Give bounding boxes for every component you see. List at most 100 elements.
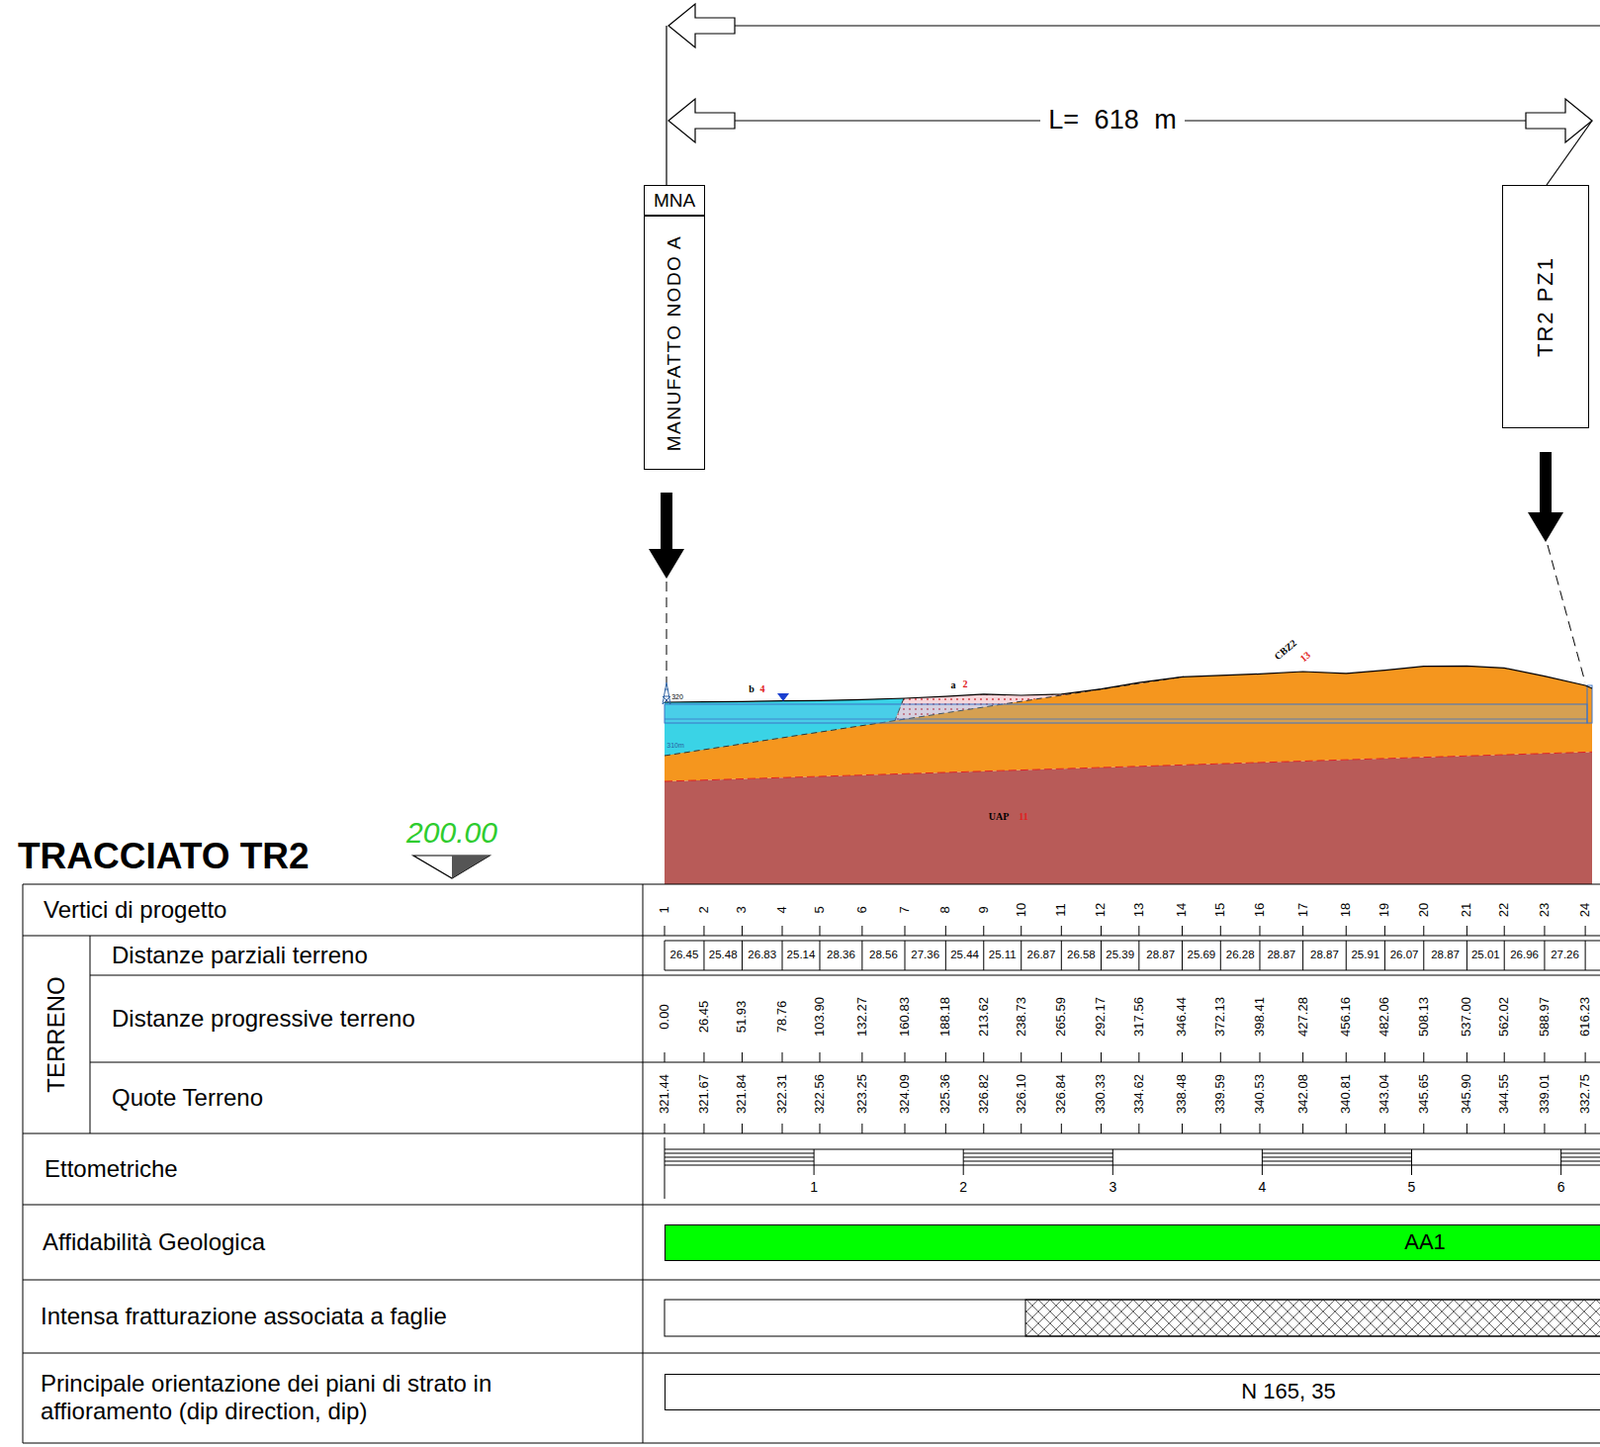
partial-distance: 26.87 <box>1027 948 1057 962</box>
table-tick <box>1411 1149 1413 1175</box>
table-tick <box>861 925 863 936</box>
vertex-number: 10 <box>1013 902 1029 917</box>
table-rule <box>22 884 24 1443</box>
datum-elevation: 200.00 <box>406 815 498 851</box>
hectometer-number: 1 <box>809 1178 818 1195</box>
partial-distance: 26.83 <box>747 948 777 962</box>
partial-distance: 25.11 <box>988 948 1017 962</box>
table-tick <box>741 940 743 971</box>
vertex-number: 1 <box>657 905 673 913</box>
table-tick <box>664 940 666 971</box>
hectometer-band <box>1261 1160 1412 1162</box>
table-tick <box>703 1052 705 1063</box>
fracture-hatch <box>1025 1299 1600 1336</box>
position-arrows <box>648 451 1586 683</box>
progressive-distance: 398.41 <box>1252 996 1268 1037</box>
progressive-distance: 456.16 <box>1338 996 1354 1037</box>
table-tick <box>1302 925 1304 936</box>
partial-distance: 28.87 <box>1266 948 1296 962</box>
row-header: Intensa fratturazione associata a faglie <box>40 1302 447 1331</box>
progressive-distance: 616.23 <box>1578 996 1594 1037</box>
hectometer-band <box>664 1156 814 1158</box>
table-rule <box>89 975 1600 977</box>
dimension-lines <box>666 3 1600 185</box>
table-tick <box>1061 940 1063 971</box>
progressive-distance: 588.97 <box>1536 996 1552 1037</box>
progressive-distance: 26.45 <box>696 1000 712 1034</box>
table-tick <box>1345 925 1347 936</box>
unit-number: 2 <box>963 678 969 691</box>
partial-distance: 28.87 <box>1430 948 1460 962</box>
vertex-number: 8 <box>938 905 954 913</box>
hectometer-band <box>963 1153 1113 1155</box>
table-tick <box>1138 940 1140 971</box>
progressive-distance: 213.62 <box>976 996 991 1037</box>
hectometer-number: 4 <box>1258 1178 1267 1195</box>
table-tick <box>1100 1052 1102 1063</box>
ground-elevation: 339.01 <box>1536 1073 1552 1114</box>
table-tick <box>1560 1149 1562 1175</box>
ground-elevation: 323.25 <box>854 1073 870 1114</box>
row-header: Quote Terreno <box>111 1083 264 1112</box>
table-tick <box>1384 940 1386 971</box>
progressive-distance: 562.02 <box>1497 996 1512 1037</box>
table-tick <box>1585 940 1587 971</box>
vertex-number: 4 <box>775 905 791 913</box>
vertex-number: 13 <box>1131 902 1147 917</box>
structure-box: TR2 PZ1 <box>1502 184 1590 429</box>
table-tick <box>904 925 906 936</box>
vertex-number: 12 <box>1093 902 1109 917</box>
contact-line <box>664 751 1593 782</box>
partial-distance: 26.07 <box>1390 948 1420 962</box>
table-tick <box>1100 1123 1102 1134</box>
ground-elevation: 345.90 <box>1459 1073 1475 1114</box>
vertex-number: 19 <box>1377 902 1393 917</box>
hectometer-band <box>1261 1156 1412 1158</box>
table-tick <box>1543 940 1545 971</box>
table-rule <box>22 1352 1600 1354</box>
formation-unit <box>664 665 1593 782</box>
ground-elevation: 321.67 <box>696 1073 712 1114</box>
partial-distance: 25.91 <box>1350 948 1380 962</box>
table-tick <box>861 1052 863 1063</box>
table-rule <box>22 884 1600 886</box>
table-tick <box>904 1052 906 1063</box>
vertex-number: 21 <box>1459 902 1475 917</box>
table-tick <box>818 1052 820 1063</box>
progressive-distance: 0.00 <box>657 1003 673 1029</box>
hectometer-number: 2 <box>959 1178 968 1195</box>
partial-distance: 25.39 <box>1105 948 1135 962</box>
hectometer-number: 5 <box>1408 1178 1417 1195</box>
table-tick <box>1100 925 1102 936</box>
table-tick <box>664 1052 666 1063</box>
table-tick <box>1543 925 1545 936</box>
vertex-number: 2 <box>696 905 712 913</box>
ground-elevation: 322.56 <box>812 1073 828 1114</box>
hectometer-band <box>963 1156 1113 1158</box>
table-tick <box>861 940 863 971</box>
vertex-number: 6 <box>854 905 870 913</box>
table-tick <box>1585 1052 1587 1063</box>
table-tick <box>963 1149 965 1175</box>
orientation-box: N 165, 35 <box>664 1373 1600 1411</box>
partial-distance: 28.87 <box>1310 948 1339 962</box>
ground-elevation: 339.59 <box>1213 1073 1229 1114</box>
datum-symbol <box>413 855 490 879</box>
table-tick <box>982 925 984 936</box>
reliability-bar: AA1 <box>664 1224 1600 1261</box>
progressive-distance: 51.93 <box>734 1000 750 1034</box>
progressive-distance: 482.06 <box>1377 996 1393 1037</box>
vertex-number: 15 <box>1213 902 1229 917</box>
table-tick <box>1504 925 1506 936</box>
table-tick <box>782 1052 784 1063</box>
progressive-distance: 132.27 <box>854 996 870 1037</box>
table-rule <box>22 1204 1600 1206</box>
table-tick <box>982 940 984 971</box>
drawing-title: TRACCIATO TR2 <box>17 835 310 879</box>
partial-distance: 28.87 <box>1146 948 1175 962</box>
table-tick <box>1466 1123 1468 1134</box>
table-tick <box>664 1123 666 1134</box>
vertex-number: 5 <box>812 905 828 913</box>
table-tick <box>818 1123 820 1134</box>
table-tick <box>904 940 906 971</box>
